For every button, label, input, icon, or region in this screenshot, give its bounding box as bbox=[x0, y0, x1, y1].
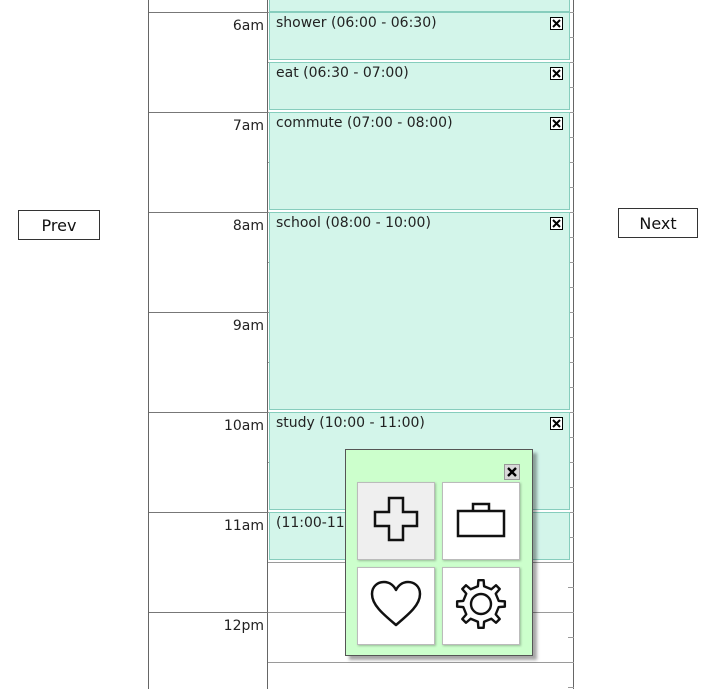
event-block[interactable]: school (08:00 - 10:00) bbox=[269, 212, 570, 410]
hour-divider bbox=[149, 112, 269, 113]
hour-divider bbox=[149, 212, 269, 213]
hour-divider bbox=[149, 312, 269, 313]
close-popup-icon[interactable] bbox=[504, 464, 520, 480]
event-title: commute (07:00 - 08:00) bbox=[276, 115, 453, 131]
slot-tick bbox=[568, 587, 574, 588]
hour-label: 8am bbox=[232, 218, 264, 234]
event-type-popup bbox=[345, 449, 533, 656]
delete-event-icon[interactable] bbox=[550, 117, 563, 130]
hour-divider bbox=[149, 12, 269, 13]
hour-divider bbox=[149, 512, 269, 513]
hour-label: 12pm bbox=[223, 618, 264, 634]
hour-label: 6am bbox=[232, 18, 264, 34]
slot-tick bbox=[568, 537, 574, 538]
event-title: study (10:00 - 11:00) bbox=[276, 415, 425, 431]
briefcase-icon bbox=[455, 499, 507, 543]
gear-icon bbox=[454, 577, 508, 635]
event-title: school (08:00 - 10:00) bbox=[276, 215, 431, 231]
slot-tick bbox=[568, 287, 574, 288]
event-title: (11:00-11 bbox=[276, 515, 345, 531]
time-gutter: 6am 7am 8am 9am 10am 11am 12pm bbox=[148, 0, 269, 689]
hour-label: 7am bbox=[232, 118, 264, 134]
event-title: eat (06:30 - 07:00) bbox=[276, 65, 409, 81]
slot-tick bbox=[568, 337, 574, 338]
health-tile[interactable] bbox=[357, 567, 435, 645]
delete-event-icon[interactable] bbox=[550, 217, 563, 230]
slot-tick bbox=[568, 637, 574, 638]
delete-event-icon[interactable] bbox=[550, 67, 563, 80]
settings-tile[interactable] bbox=[442, 567, 520, 645]
next-button[interactable]: Next bbox=[618, 208, 698, 238]
event-block[interactable]: eat (06:30 - 07:00) bbox=[269, 62, 570, 110]
slot-tick bbox=[568, 37, 574, 38]
event-block[interactable]: commute (07:00 - 08:00) bbox=[269, 112, 570, 210]
hour-label: 10am bbox=[223, 418, 264, 434]
slot-tick bbox=[568, 487, 574, 488]
event-block[interactable] bbox=[269, 0, 570, 12]
slot-tick bbox=[568, 137, 574, 138]
slot-tick bbox=[568, 437, 574, 438]
delete-event-icon[interactable] bbox=[550, 417, 563, 430]
prev-button[interactable]: Prev bbox=[18, 210, 100, 240]
slot-tick bbox=[568, 237, 574, 238]
hour-label: 11am bbox=[223, 518, 264, 534]
slot-tick bbox=[568, 687, 574, 688]
heart-icon bbox=[369, 579, 423, 633]
slot-tick bbox=[568, 387, 574, 388]
slot-tick bbox=[568, 87, 574, 88]
hour-divider bbox=[149, 412, 269, 413]
event-block[interactable]: shower (06:00 - 06:30) bbox=[269, 12, 570, 60]
hour-label: 9am bbox=[232, 318, 264, 334]
slot-divider bbox=[268, 662, 574, 663]
hour-divider bbox=[149, 612, 269, 613]
work-tile[interactable] bbox=[442, 482, 520, 560]
add-tile[interactable] bbox=[357, 482, 435, 560]
plus-icon bbox=[372, 495, 420, 547]
slot-tick bbox=[568, 187, 574, 188]
delete-event-icon[interactable] bbox=[550, 17, 563, 30]
event-title: shower (06:00 - 06:30) bbox=[276, 15, 437, 31]
